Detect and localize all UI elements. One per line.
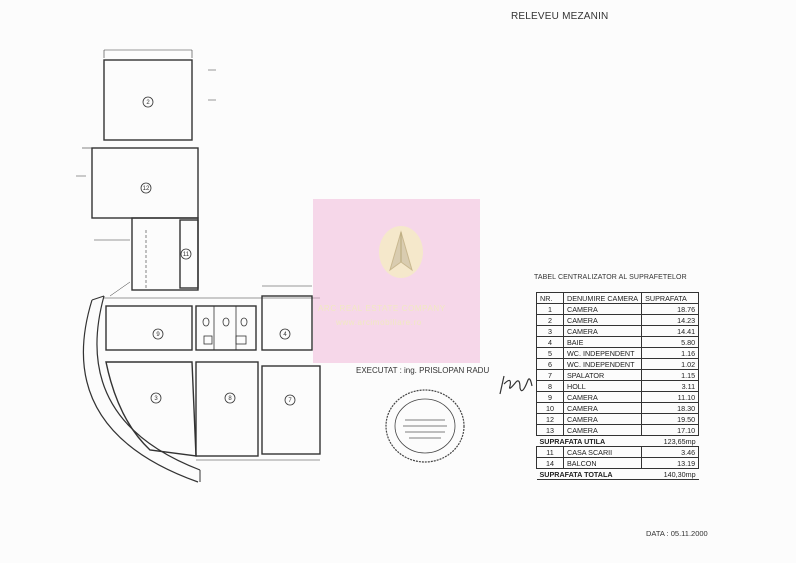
total-area-row: SUPRAFATA TOTALA 140,30mp bbox=[536, 468, 699, 480]
cell-name: BALCON bbox=[562, 457, 643, 469]
room-marker bbox=[150, 392, 162, 404]
cell-name: CASA SCARII bbox=[562, 446, 643, 458]
cell-area: 3.11 bbox=[641, 380, 700, 392]
cell-name: SPALATOR bbox=[562, 369, 643, 381]
cell-name: CAMERA bbox=[562, 314, 643, 326]
cell-nr: 11 bbox=[536, 446, 564, 458]
room-marker bbox=[180, 248, 192, 260]
cell-area: 1.02 bbox=[641, 358, 700, 370]
room-marker bbox=[152, 328, 164, 340]
watermark-company: ARC REAL ESTATE COMPANY bbox=[318, 304, 446, 313]
useful-area-row: SUPRAFATA UTILA 123,65mp bbox=[536, 435, 699, 447]
room-marker bbox=[284, 394, 296, 406]
cell-nr: 2 bbox=[536, 314, 564, 326]
cell-nr: 6 bbox=[536, 358, 564, 370]
signature-icon bbox=[499, 375, 533, 395]
header-nr: NR. bbox=[536, 292, 564, 304]
cell-nr: 10 bbox=[536, 402, 564, 414]
table-header-row: NR. DENUMIRE CAMERA SUPRAFATA bbox=[536, 292, 700, 304]
cell-area: 13.19 bbox=[641, 457, 700, 469]
cell-area: 1.15 bbox=[641, 369, 700, 381]
total-area-label: SUPRAFATA TOTALA bbox=[536, 468, 642, 480]
cell-name: CAMERA bbox=[562, 391, 643, 403]
room-number: 4 bbox=[283, 332, 287, 338]
room-number: 12 bbox=[143, 186, 150, 192]
cell-area: 18.76 bbox=[641, 303, 700, 315]
useful-area-label: SUPRAFATA UTILA bbox=[536, 435, 642, 447]
cell-name: WC. INDEPENDENT bbox=[562, 358, 643, 370]
room-marker bbox=[142, 96, 154, 108]
cell-name: CAMERA bbox=[562, 413, 643, 425]
cell-nr: 8 bbox=[536, 380, 564, 392]
cell-area: 14.23 bbox=[641, 314, 700, 326]
cell-name: HOLL bbox=[562, 380, 643, 392]
cell-name: BAIE bbox=[562, 336, 643, 348]
cell-name: CAMERA bbox=[562, 402, 643, 414]
cell-name: CAMERA bbox=[562, 303, 643, 315]
stamp-icon bbox=[385, 389, 465, 463]
room-number: 8 bbox=[228, 396, 232, 402]
cell-nr: 3 bbox=[536, 325, 564, 337]
useful-area-value: 123,65mp bbox=[641, 435, 699, 447]
cell-nr: 9 bbox=[536, 391, 564, 403]
cell-area: 3.46 bbox=[641, 446, 700, 458]
cell-area: 18.30 bbox=[641, 402, 700, 414]
document-date: DATA : 05.11.2000 bbox=[646, 529, 708, 538]
cell-area: 1.16 bbox=[641, 347, 700, 359]
cell-area: 19.50 bbox=[641, 413, 700, 425]
watermark-url: www.arcimobiliare.ro bbox=[336, 318, 422, 327]
room-outline bbox=[103, 59, 193, 141]
page-title: RELEVEU MEZANIN bbox=[511, 11, 609, 22]
cell-nr: 7 bbox=[536, 369, 564, 381]
cell-nr: 14 bbox=[536, 457, 564, 469]
total-area-value: 140,30mp bbox=[641, 468, 699, 480]
cell-name: CAMERA bbox=[562, 424, 643, 436]
room-marker bbox=[279, 328, 291, 340]
room-number: 7 bbox=[288, 398, 292, 404]
cell-nr: 1 bbox=[536, 303, 564, 315]
cell-area: 11.10 bbox=[641, 391, 700, 403]
cell-nr: 4 bbox=[536, 336, 564, 348]
cell-area: 17.10 bbox=[641, 424, 700, 436]
room-marker bbox=[224, 392, 236, 404]
room-marker bbox=[140, 182, 152, 194]
cell-name: CAMERA bbox=[562, 325, 643, 337]
header-name: DENUMIRE CAMERA bbox=[562, 292, 643, 304]
cell-name: WC. INDEPENDENT bbox=[562, 347, 643, 359]
table-title: TABEL CENTRALIZATOR AL SUPRAFETELOR bbox=[534, 274, 687, 281]
cell-nr: 5 bbox=[536, 347, 564, 359]
cell-nr: 12 bbox=[536, 413, 564, 425]
room-number: 3 bbox=[154, 396, 158, 402]
watermark-block bbox=[313, 199, 480, 363]
room-number: 11 bbox=[183, 252, 190, 258]
executed-by: EXECUTAT : ing. PRISLOPAN RADU bbox=[356, 366, 490, 375]
room-number: 9 bbox=[156, 332, 160, 338]
header-area: SUPRAFATA bbox=[641, 292, 700, 304]
room-number: 2 bbox=[146, 100, 150, 106]
cell-area: 5.80 bbox=[641, 336, 700, 348]
cell-nr: 13 bbox=[536, 424, 564, 436]
logo-icon bbox=[379, 226, 423, 278]
cell-area: 14.41 bbox=[641, 325, 700, 337]
